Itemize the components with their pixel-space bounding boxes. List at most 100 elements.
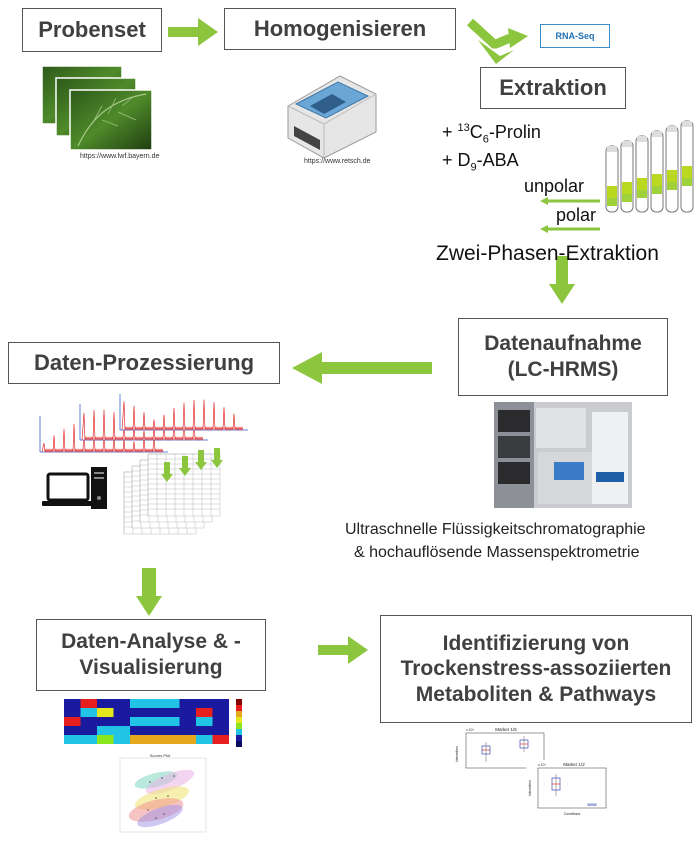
heatmap-cell <box>80 735 97 744</box>
boxplot1-exponent: x 10⁴ <box>466 728 475 732</box>
heatmap-cell <box>196 708 213 717</box>
heatmap-colorbar-segment <box>236 735 242 741</box>
arrow-homogenisieren-to-rnaseq <box>466 18 528 49</box>
heatmap-cell <box>179 717 196 726</box>
heatmap-cell <box>97 717 114 726</box>
aba-label: + D9-ABA <box>442 150 519 174</box>
heatmap-cell <box>130 735 147 744</box>
heatmap-cell <box>163 717 180 726</box>
heatmap-cell <box>196 735 213 744</box>
heatmap-cell <box>80 717 97 726</box>
heatmap-cell <box>64 708 81 717</box>
boxplot1-ylabel: Intensities <box>455 746 459 762</box>
heatmap-cell <box>163 735 180 744</box>
heatmap-cell <box>163 699 180 708</box>
heatmap-cell <box>212 708 229 717</box>
heatmap-cell <box>130 726 147 735</box>
leaves-source: https://www.lwf.bayern.de <box>80 153 160 160</box>
unpolar-arrow <box>540 197 600 205</box>
processing-arrow <box>179 456 191 476</box>
boxplot2-ylabel: Intensities <box>528 780 532 796</box>
ident-label-3: Metaboliten & Pathways <box>415 682 657 706</box>
heatmap-cell <box>97 735 114 744</box>
desktop-tower-icon <box>91 467 107 509</box>
extraction-tubes <box>605 120 694 213</box>
heatmap-cell <box>130 708 147 717</box>
analyse-label-1: Daten-Analyse & - <box>61 630 241 654</box>
boxplot2-xlabel: Conditions <box>564 812 581 816</box>
heatmap-cell <box>97 708 114 717</box>
test-tube <box>605 145 619 213</box>
homogenizer-device <box>287 75 377 159</box>
polar-arrow <box>540 225 600 233</box>
extraktion-label: Extraktion <box>499 74 607 100</box>
heatmap-cell <box>64 717 81 726</box>
arrow-analyse-to-identifizierung <box>318 636 368 664</box>
rnaseq-label: RNA-Seq <box>555 31 595 41</box>
unpolar-label: unpolar <box>524 176 585 196</box>
heatmap-colorbar-segment <box>236 729 242 735</box>
prolin-label: + 13C6-Prolin <box>442 122 541 146</box>
heatmap-cell <box>97 726 114 735</box>
rnaseq-badge: RNA-Seq <box>540 24 610 48</box>
pca-title: Scores Plot <box>150 753 171 758</box>
chromatogram-stack <box>39 394 248 453</box>
arrow-prozessierung-to-analyse <box>136 568 162 616</box>
data-table-stack <box>123 448 223 535</box>
heatmap-cell <box>212 726 229 735</box>
heatmap-cell <box>146 708 163 717</box>
heatmap-cell <box>64 735 81 744</box>
homogenisieren-box: Homogenisieren <box>224 8 456 50</box>
boxplot-marker-2: Marker 1/2 x 10⁴ Intensities Conditions <box>526 760 610 816</box>
prozessierung-label: Daten-Prozessierung <box>33 349 255 375</box>
arrow-extraktion-to-datenaufnahme <box>549 256 575 304</box>
boxplot2-exponent: x 10⁴ <box>538 763 547 767</box>
arrow-datenaufnahme-to-prozessierung <box>292 352 432 384</box>
lcms-instrument-photo <box>494 402 632 508</box>
probenset-box: Probenset <box>22 8 162 52</box>
heatmap-colorbar-segment <box>236 705 242 711</box>
heatmap-cell <box>146 735 163 744</box>
heatmap-cell <box>80 708 97 717</box>
heatmap-cell <box>130 699 147 708</box>
heatmap-cell <box>80 726 97 735</box>
pca-scores-plot: Scores Plot <box>112 752 210 842</box>
polar-label: polar <box>556 205 597 225</box>
test-tube <box>650 130 664 213</box>
zwei-phasen-caption: Zwei-Phasen-Extraktion <box>436 242 659 265</box>
ident-label-1: Identifizierung von <box>442 631 630 655</box>
heatmap-cell <box>163 708 180 717</box>
heatmap-cell <box>113 717 130 726</box>
datenaufnahme-box: Datenaufnahme (LC-HRMS) <box>458 318 668 396</box>
heatmap-cell <box>113 708 130 717</box>
heatmap <box>64 699 242 747</box>
processing-arrow <box>161 462 173 482</box>
heatmap-cell <box>64 699 81 708</box>
heatmap-colorbar-segment <box>236 741 242 747</box>
test-tube <box>665 125 679 213</box>
processing-arrow <box>211 448 223 468</box>
heatmap-cell <box>163 726 180 735</box>
heatmap-cell <box>196 699 213 708</box>
homogenisieren-label: Homogenisieren <box>253 15 427 41</box>
heatmap-colorbar-segment <box>236 723 242 729</box>
lcms-caption-1: Ultraschnelle Flüssigkeitschromatographi… <box>345 521 646 538</box>
heatmap-cell <box>113 735 130 744</box>
datenaufnahme-label-1: Datenaufnahme <box>484 332 642 356</box>
heatmap-cell <box>179 735 196 744</box>
heatmap-cell <box>80 699 97 708</box>
test-tube <box>620 140 634 213</box>
heatmap-cell <box>179 726 196 735</box>
heatmap-cell <box>146 717 163 726</box>
heatmap-cell <box>113 699 130 708</box>
heatmap-colorbar-segment <box>236 699 242 705</box>
analyse-box: Daten-Analyse & - Visualisierung <box>36 619 266 691</box>
laptop-icon <box>42 472 94 506</box>
boxplot2-title: Marker 1/2 <box>563 762 585 767</box>
heatmap-colorbar-segment <box>236 711 242 717</box>
processing-arrow <box>195 450 207 470</box>
lcms-caption-2: & hochauflösende Massenspektrometrie <box>354 544 640 561</box>
heatmap-cell <box>196 717 213 726</box>
prozessierung-box: Daten-Prozessierung <box>8 342 280 384</box>
ident-label-2: Trockenstress-assoziierten <box>400 657 672 681</box>
